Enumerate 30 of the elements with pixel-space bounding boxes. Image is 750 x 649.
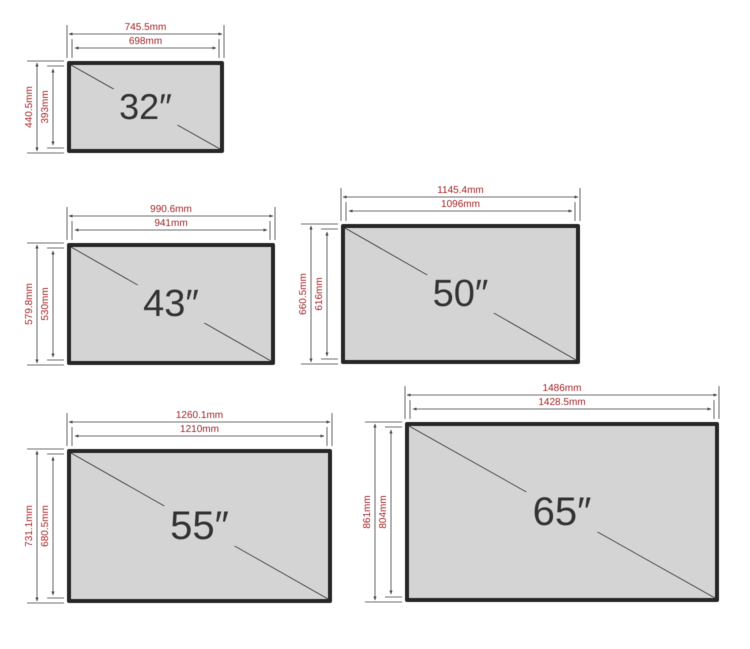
dimension-label: 1210mm [179, 425, 220, 435]
dimension-label: 530mm [41, 287, 51, 321]
dimension-label: 861mm [363, 495, 373, 529]
dimension-label: 1428.5mm [537, 398, 587, 408]
dimension-label: 393mm [41, 90, 51, 124]
dimension-label: 804mm [379, 495, 389, 529]
screen-frame [67, 61, 224, 153]
dimension-label: 731.1mm [25, 505, 35, 547]
dimension-label: 660.5mm [299, 273, 309, 315]
dimension-label: 990.6mm [149, 205, 193, 215]
screen-size-label: 43″ [135, 285, 207, 323]
dimension-label: 579.8mm [25, 283, 35, 325]
dimension-label: 1096mm [440, 200, 481, 210]
screen-size-label: 50″ [424, 275, 496, 313]
dimension-label: 680.5mm [41, 505, 51, 547]
dimension-label: 440.5mm [25, 86, 35, 128]
screen-size-label: 65″ [524, 492, 600, 532]
dimension-label: 941mm [153, 219, 189, 229]
screen-frame [67, 449, 332, 603]
dimension-label: 616mm [315, 277, 325, 311]
screen-frame [405, 422, 719, 602]
dimension-label: 1260.1mm [174, 411, 224, 421]
dimension-label: 1145.4mm [436, 186, 485, 196]
screen-size-label: 32″ [111, 89, 180, 125]
screen-size-label: 55″ [162, 506, 237, 546]
dimension-label: 1486mm [542, 384, 582, 394]
dimension-label: 698mm [128, 37, 164, 47]
dimension-label: 745.5mm [124, 23, 168, 33]
screen-frame [341, 224, 580, 364]
screen-frame [67, 243, 275, 365]
